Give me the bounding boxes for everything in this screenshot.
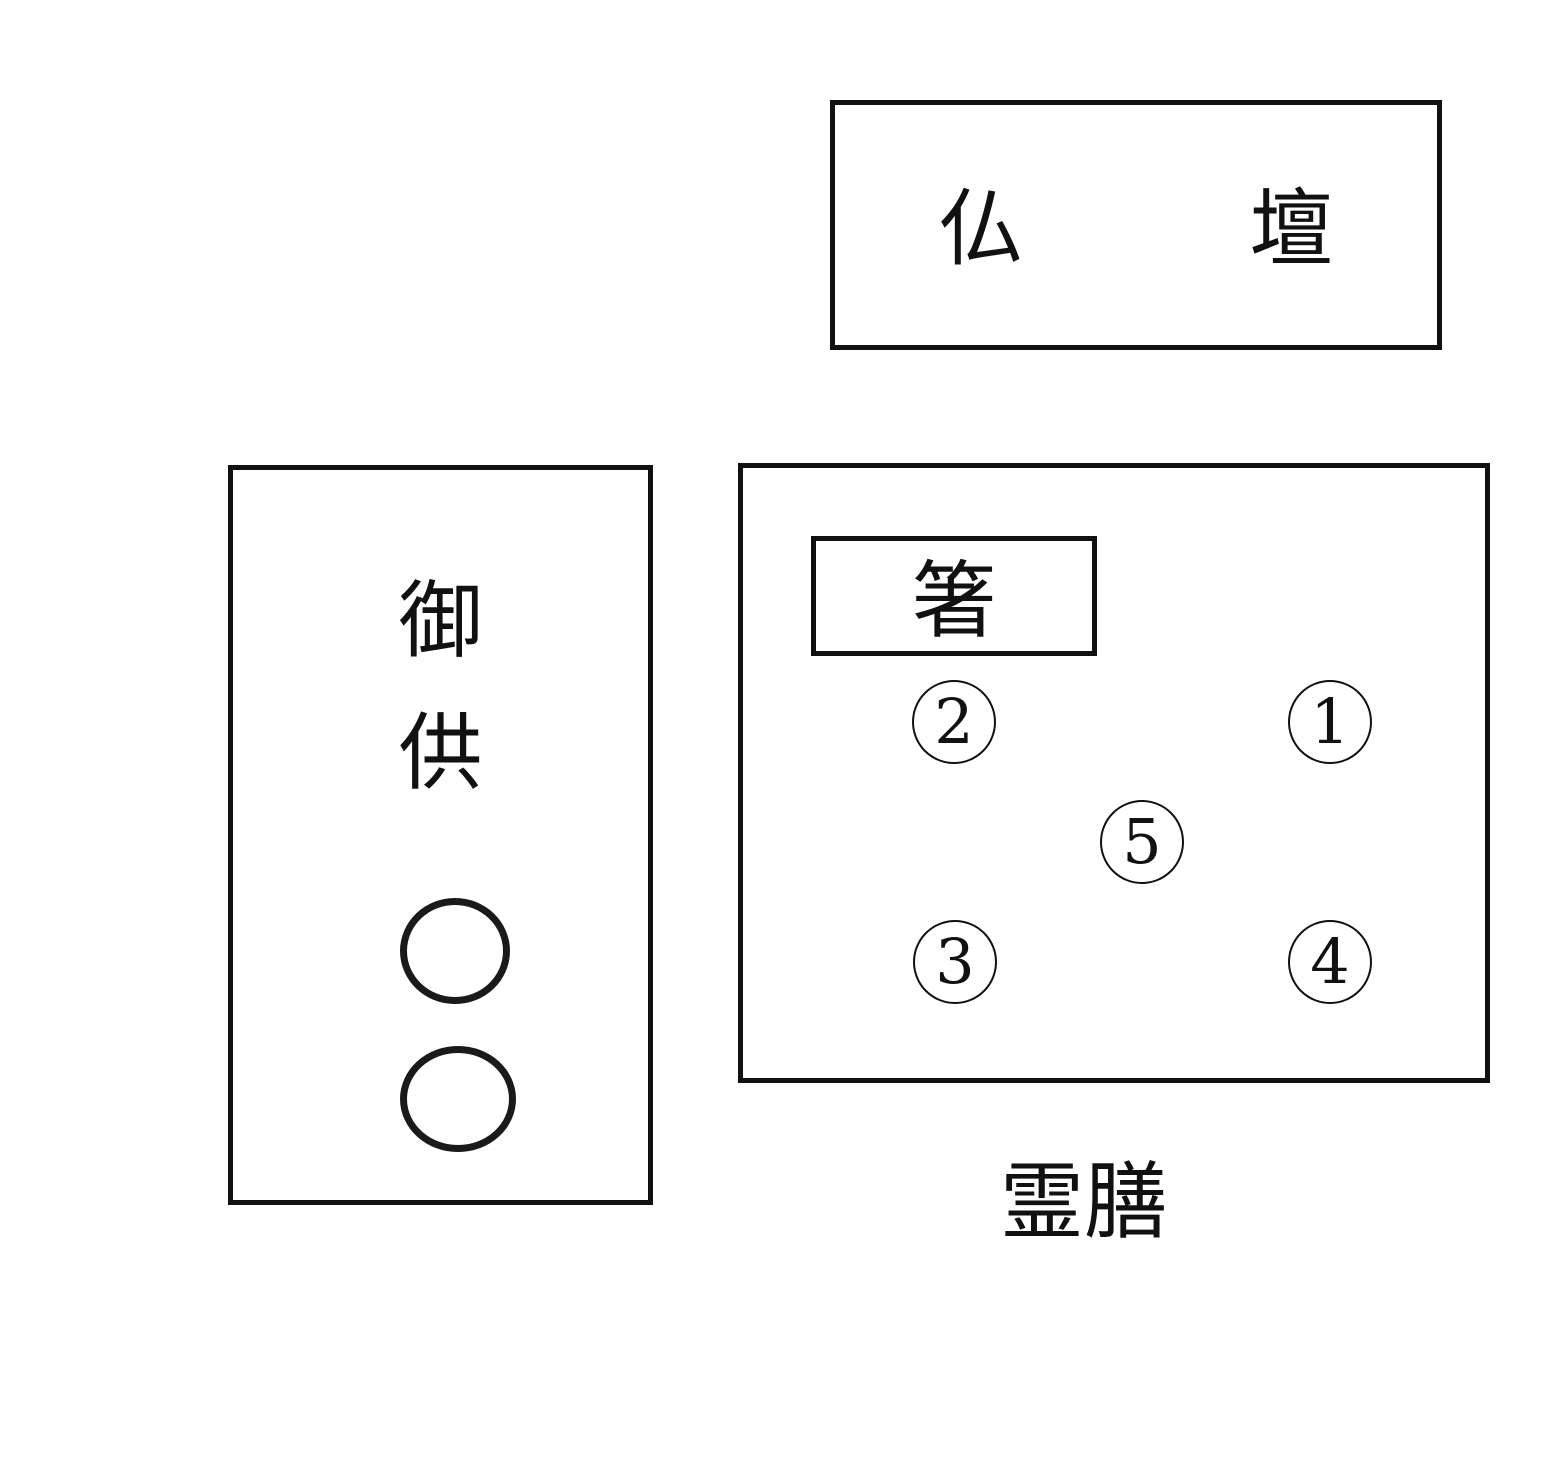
dish-2: 2 — [912, 680, 996, 764]
reizen-label: 霊膳 — [1000, 1153, 1169, 1251]
dish-4: 4 — [1288, 920, 1372, 1004]
butsudan-box: 仏 壇 — [830, 100, 1442, 350]
offerings-label-char: 供 — [398, 704, 483, 802]
offerings-label-char: 御 — [398, 572, 483, 670]
dish-5: 5 — [1100, 800, 1184, 884]
offerings-box: 御 供 — [228, 465, 653, 1205]
chopsticks-box: 箸 — [811, 536, 1097, 656]
offering-circle — [400, 898, 510, 1004]
offering-circle — [400, 1046, 516, 1152]
dish-3: 3 — [913, 920, 997, 1004]
reizen-tray: 箸 1 2 3 4 5 — [738, 463, 1490, 1083]
chopsticks-label: 箸 — [911, 552, 996, 650]
butsudan-label: 仏 壇 — [938, 180, 1434, 278]
offerings-label: 御 供 — [233, 555, 648, 819]
dish-1: 1 — [1288, 680, 1372, 764]
